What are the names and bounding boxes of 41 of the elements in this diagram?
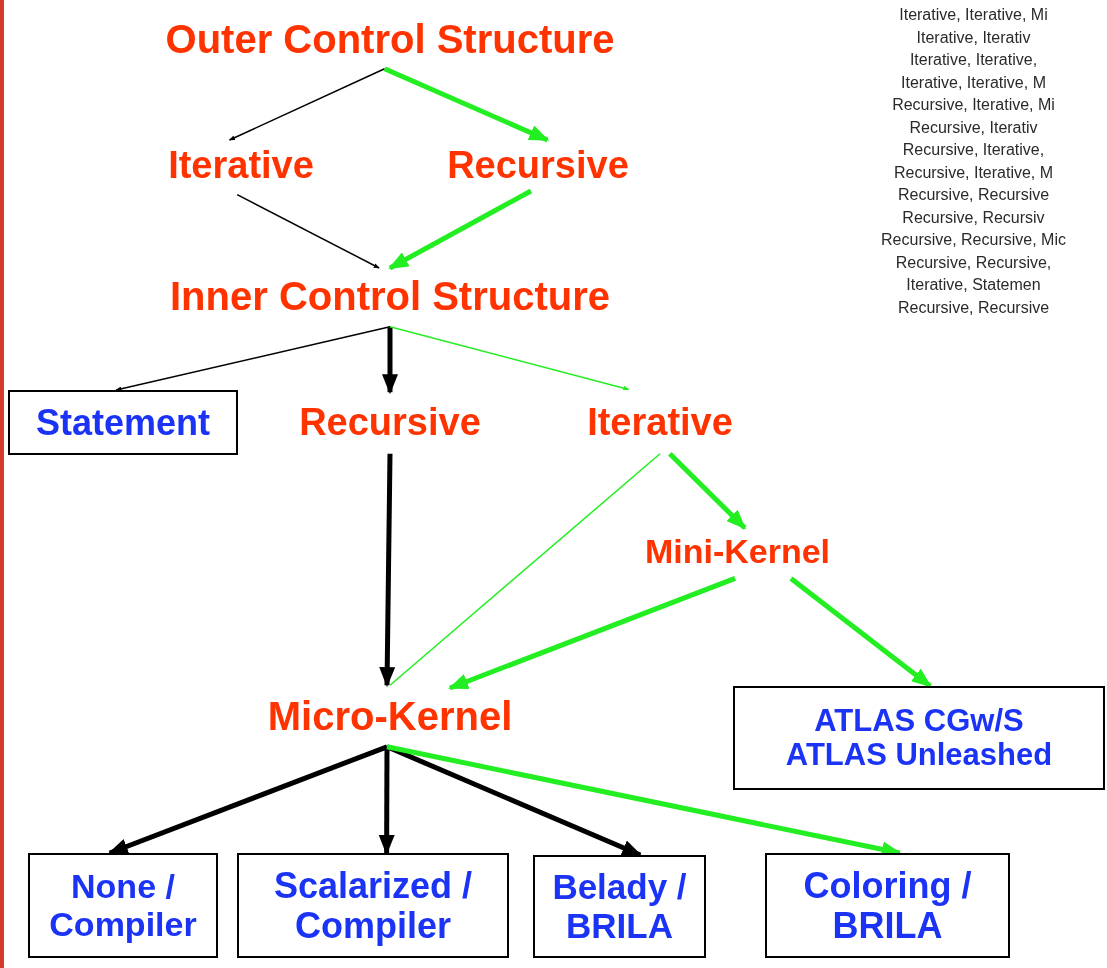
category-label: Recursive bbox=[420, 140, 656, 192]
combination-text: Iterative, Iterative, Mi bbox=[899, 5, 1048, 25]
arrow bbox=[107, 744, 388, 856]
category-label: Mini-Kernel bbox=[616, 528, 859, 576]
arrow bbox=[379, 453, 396, 688]
technique-box: Coloring / BRILA bbox=[765, 853, 1010, 958]
combination-text: Recursive, Iterative, bbox=[902, 140, 1045, 160]
arrow bbox=[389, 326, 630, 391]
technique-box: None / Compiler bbox=[28, 853, 218, 958]
technique-box: Scalarized / Compiler bbox=[237, 853, 509, 958]
category-label: Inner Control Structure bbox=[118, 268, 662, 324]
category-label: Micro-Kernel bbox=[240, 688, 540, 744]
technique-box: ATLAS CGw/S ATLAS Unleashed bbox=[733, 686, 1105, 790]
combination-text: Recursive, Iterativ bbox=[909, 117, 1038, 138]
combination-text: Recursive, Recursive, Mic bbox=[881, 230, 1066, 250]
combination-text: Iterative, Statemen bbox=[906, 275, 1041, 295]
combination-text: Recursive, Iterative, Mi bbox=[892, 95, 1055, 115]
combination-text: Iterative, Iterative, bbox=[909, 50, 1038, 70]
category-label: Iterative bbox=[145, 140, 337, 192]
combination-text: Recursive, Recursive bbox=[897, 185, 1050, 205]
combination-text: Iterative, Iterativ bbox=[916, 27, 1031, 48]
combination-text: Iterative, Iterative, M bbox=[901, 72, 1046, 93]
arrow bbox=[115, 326, 391, 392]
arrow bbox=[236, 193, 380, 269]
arrow bbox=[382, 326, 398, 395]
arrow bbox=[378, 746, 395, 855]
arrow bbox=[228, 67, 386, 141]
combination-text: Recursive, Recursiv bbox=[902, 207, 1045, 228]
arrow bbox=[789, 576, 932, 688]
arrow bbox=[388, 188, 533, 271]
arrow bbox=[448, 576, 736, 691]
category-label: Iterative bbox=[562, 395, 758, 451]
technique-box: Statement bbox=[8, 390, 238, 455]
arrow bbox=[383, 66, 550, 143]
technique-box: Belady / BRILA bbox=[533, 855, 706, 958]
category-label: Recursive bbox=[272, 395, 508, 451]
arrow bbox=[668, 452, 747, 530]
combination-text: Recursive, Iterative, M bbox=[893, 162, 1054, 183]
category-label: Outer Control Structure bbox=[120, 12, 660, 66]
combination-text: Recursive, Recursive bbox=[897, 297, 1050, 318]
combination-text: Recursive, Recursive, bbox=[895, 252, 1052, 273]
